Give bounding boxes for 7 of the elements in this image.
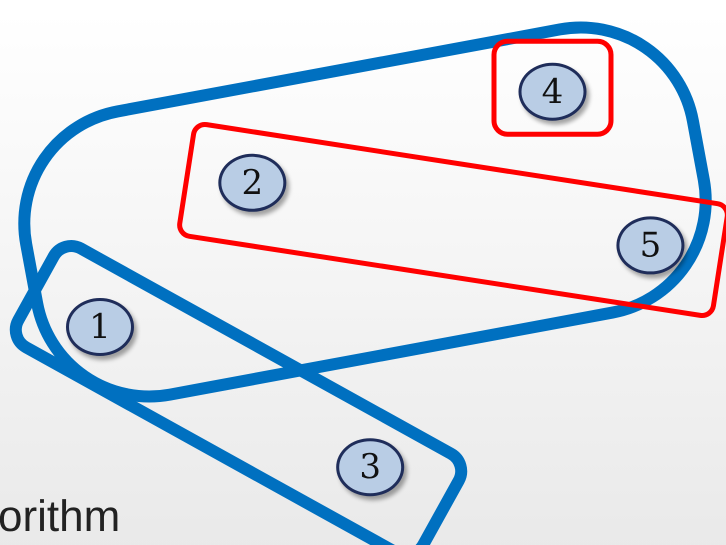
hyperedge-outline [174,120,726,320]
vertex-circle: 4 [518,63,587,121]
vertex-circle: 1 [66,298,134,356]
vertex-circle: 5 [616,216,684,274]
hyperedge-outline [492,39,614,137]
vertex-circle: 3 [336,438,404,496]
vertex-circle: 2 [218,154,286,212]
